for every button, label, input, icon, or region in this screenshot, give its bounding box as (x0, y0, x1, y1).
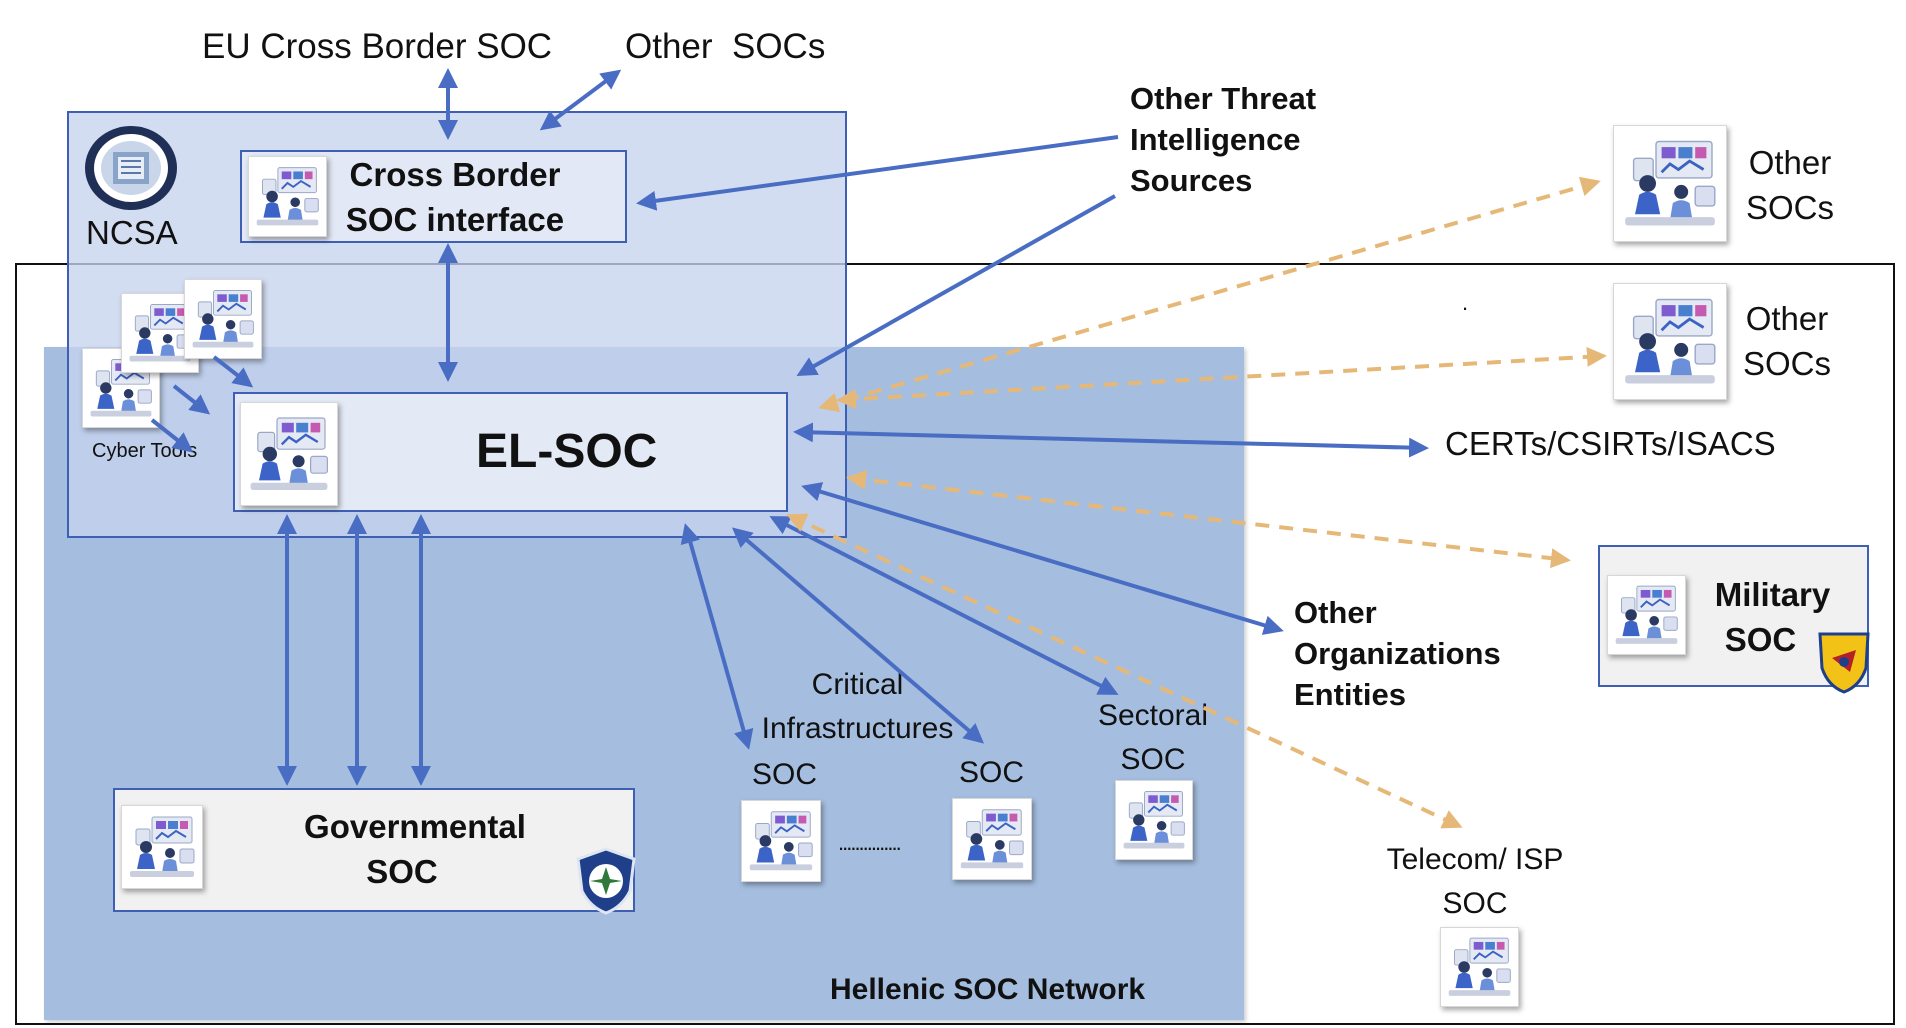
governmental-line1: Governmental (304, 808, 526, 845)
critical-line1: Critical (811, 668, 904, 701)
cross-border-line1: Cross Border (349, 156, 561, 193)
other-socs-1-line2: SOCs (1745, 189, 1834, 226)
soc-operator-icon (240, 402, 338, 506)
soc-operator-icon (121, 805, 203, 889)
sectoral-line2: SOC (1120, 743, 1186, 776)
critical-line2: Infrastructures (761, 712, 954, 745)
telecom-line1: Telecom/ ISP (1386, 843, 1564, 876)
soc-operator-icon (1613, 283, 1727, 400)
military-soc-title: Military SOC (1690, 572, 1855, 662)
other-socs-2-line1: Other (1745, 300, 1829, 337)
ellipsis-dots: ............... (838, 830, 902, 855)
cyber-tools-label: Cyber Tools (92, 440, 198, 462)
military-line1: Military (1714, 576, 1831, 613)
orgs-line2: Organizations (1294, 636, 1501, 671)
el-soc-title: EL-SOC (476, 425, 658, 478)
soc-operator-icon (248, 156, 327, 237)
other-socs-top-label: Other SOCs (625, 27, 826, 66)
other-socs-1-label: Other SOCs (1735, 140, 1845, 230)
military-line2: SOC (1724, 621, 1797, 658)
cross-border-title: Cross Border SOC interface (340, 152, 570, 242)
threat-line2: Intelligence (1130, 122, 1301, 157)
other-threat-intelligence-sources-label: Other Threat Intelligence Sources (1130, 78, 1316, 201)
soc-operator-icon (1607, 575, 1686, 655)
governmental-emblem-icon (570, 845, 642, 917)
eu-cross-border-soc-label: EU Cross Border SOC (202, 27, 553, 66)
threat-line1: Other Threat (1130, 81, 1317, 116)
soc-operator-icon (741, 800, 821, 882)
orgs-line1: Other (1294, 595, 1377, 630)
sectoral-soc-label: Sectoral SOC (1088, 694, 1218, 782)
orgs-line3: Entities (1294, 677, 1406, 712)
hellenic-soc-network-label: Hellenic SOC Network (830, 973, 1146, 1006)
military-emblem-icon (1816, 628, 1872, 696)
critical-soc-left-label: SOC (752, 758, 818, 791)
soc-operator-icon (1613, 125, 1727, 242)
threat-line3: Sources (1130, 163, 1253, 198)
telecom-line2: SOC (1442, 887, 1508, 920)
soc-operator-icon (1115, 780, 1193, 860)
other-organizations-entities-label: Other Organizations Entities (1294, 592, 1501, 715)
critical-infrastructures-label: Critical Infrastructures (745, 663, 970, 751)
soc-operator-icon (1440, 927, 1519, 1007)
sectoral-line1: Sectoral (1097, 699, 1209, 732)
soc-operator-icon (952, 798, 1032, 880)
stray-dot: . (1462, 290, 1469, 315)
critical-soc-right-label: SOC (959, 756, 1025, 789)
ncsa-seal-icon (83, 124, 179, 212)
telecom-isp-soc-label: Telecom/ ISP SOC (1370, 838, 1580, 926)
ncsa-label: NCSA (86, 214, 178, 251)
governmental-line2: SOC (366, 853, 438, 890)
cross-border-line2: SOC interface (345, 201, 565, 238)
other-socs-1-line1: Other (1748, 144, 1832, 181)
other-socs-2-line2: SOCs (1742, 345, 1831, 382)
other-socs-2-label: Other SOCs (1732, 296, 1842, 386)
governmental-title: Governmental SOC (285, 804, 545, 894)
cyber-tool-icon (184, 279, 262, 359)
certs-csirts-isacs-label: CERTs/CSIRTs/ISACS (1445, 425, 1776, 462)
